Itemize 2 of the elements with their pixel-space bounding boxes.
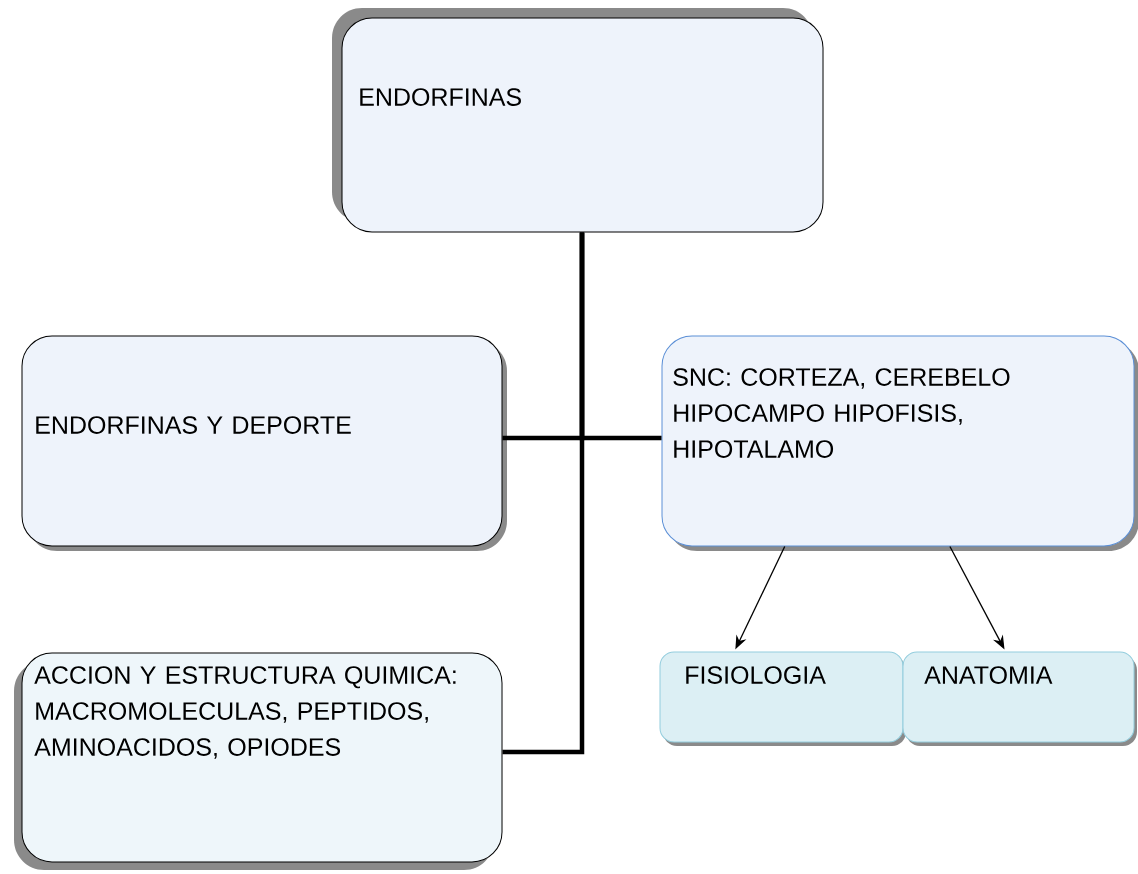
- connector-line: [502, 232, 585, 755]
- node-text: FISIOLOGIA: [686, 666, 826, 684]
